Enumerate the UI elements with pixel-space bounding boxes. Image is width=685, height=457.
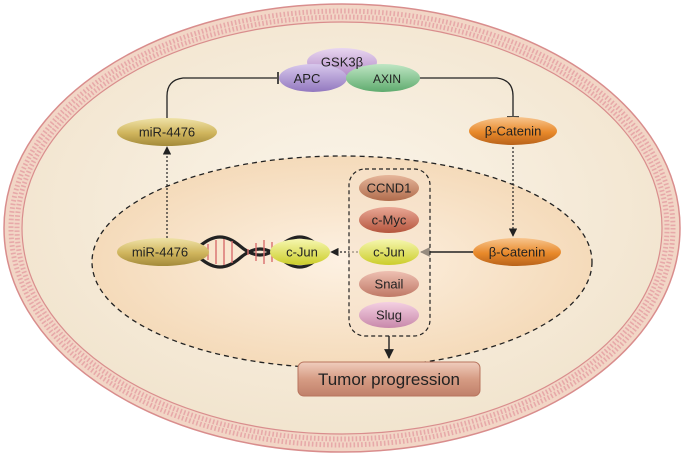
axin-label: AXIN [373,72,401,86]
target-cmyc-node [359,207,419,233]
target-cmyc-label: c-Myc [372,213,407,228]
catenin-cytoplasm-node: β-Catenin [469,117,557,145]
catenin-nucleus-node: β-Catenin [473,238,561,266]
target-cjun-label: c-Jun [373,245,405,260]
axin-node [346,64,420,92]
destruction-complex: GSK3β APC AXIN [279,48,420,92]
cjun-promoter-label: c-Jun [286,245,318,260]
target-slug-label: Slug [376,308,402,323]
target-snail-label: Snail [375,277,404,292]
cjun-promoter-node: c-Jun [270,239,330,265]
mir4476-nucleus-node: miR-4476 [117,238,209,266]
gsk3b-label: GSK3β [321,55,363,70]
apc-label: APC [294,71,321,86]
catenin-nucleus-label: β-Catenin [489,245,546,260]
pathway-connectors [162,72,519,359]
target-ccnd1-node [359,175,419,201]
target-gene-list: CCND1 c-Myc c-Jun Snail Slug [359,175,419,328]
tumor-progression-box: Tumor progression [297,361,481,397]
target-slug-node [359,302,419,328]
mir4476-cytoplasm-node: miR-4476 [117,118,217,146]
target-snail-node [359,271,419,297]
mir4476-cytoplasm-label: miR-4476 [139,125,195,140]
mir4476-nucleus-label: miR-4476 [132,245,188,260]
catenin-cytoplasm-label: β-Catenin [485,124,542,139]
tumor-progression-label: Tumor progression [318,370,460,389]
mir-to-apc-inhibition [166,77,277,118]
apc-node [279,64,347,92]
target-ccnd1-label: CCND1 [367,181,412,196]
target-cjun-node [359,239,419,265]
axin-to-catenin-inhibition [419,77,514,116]
